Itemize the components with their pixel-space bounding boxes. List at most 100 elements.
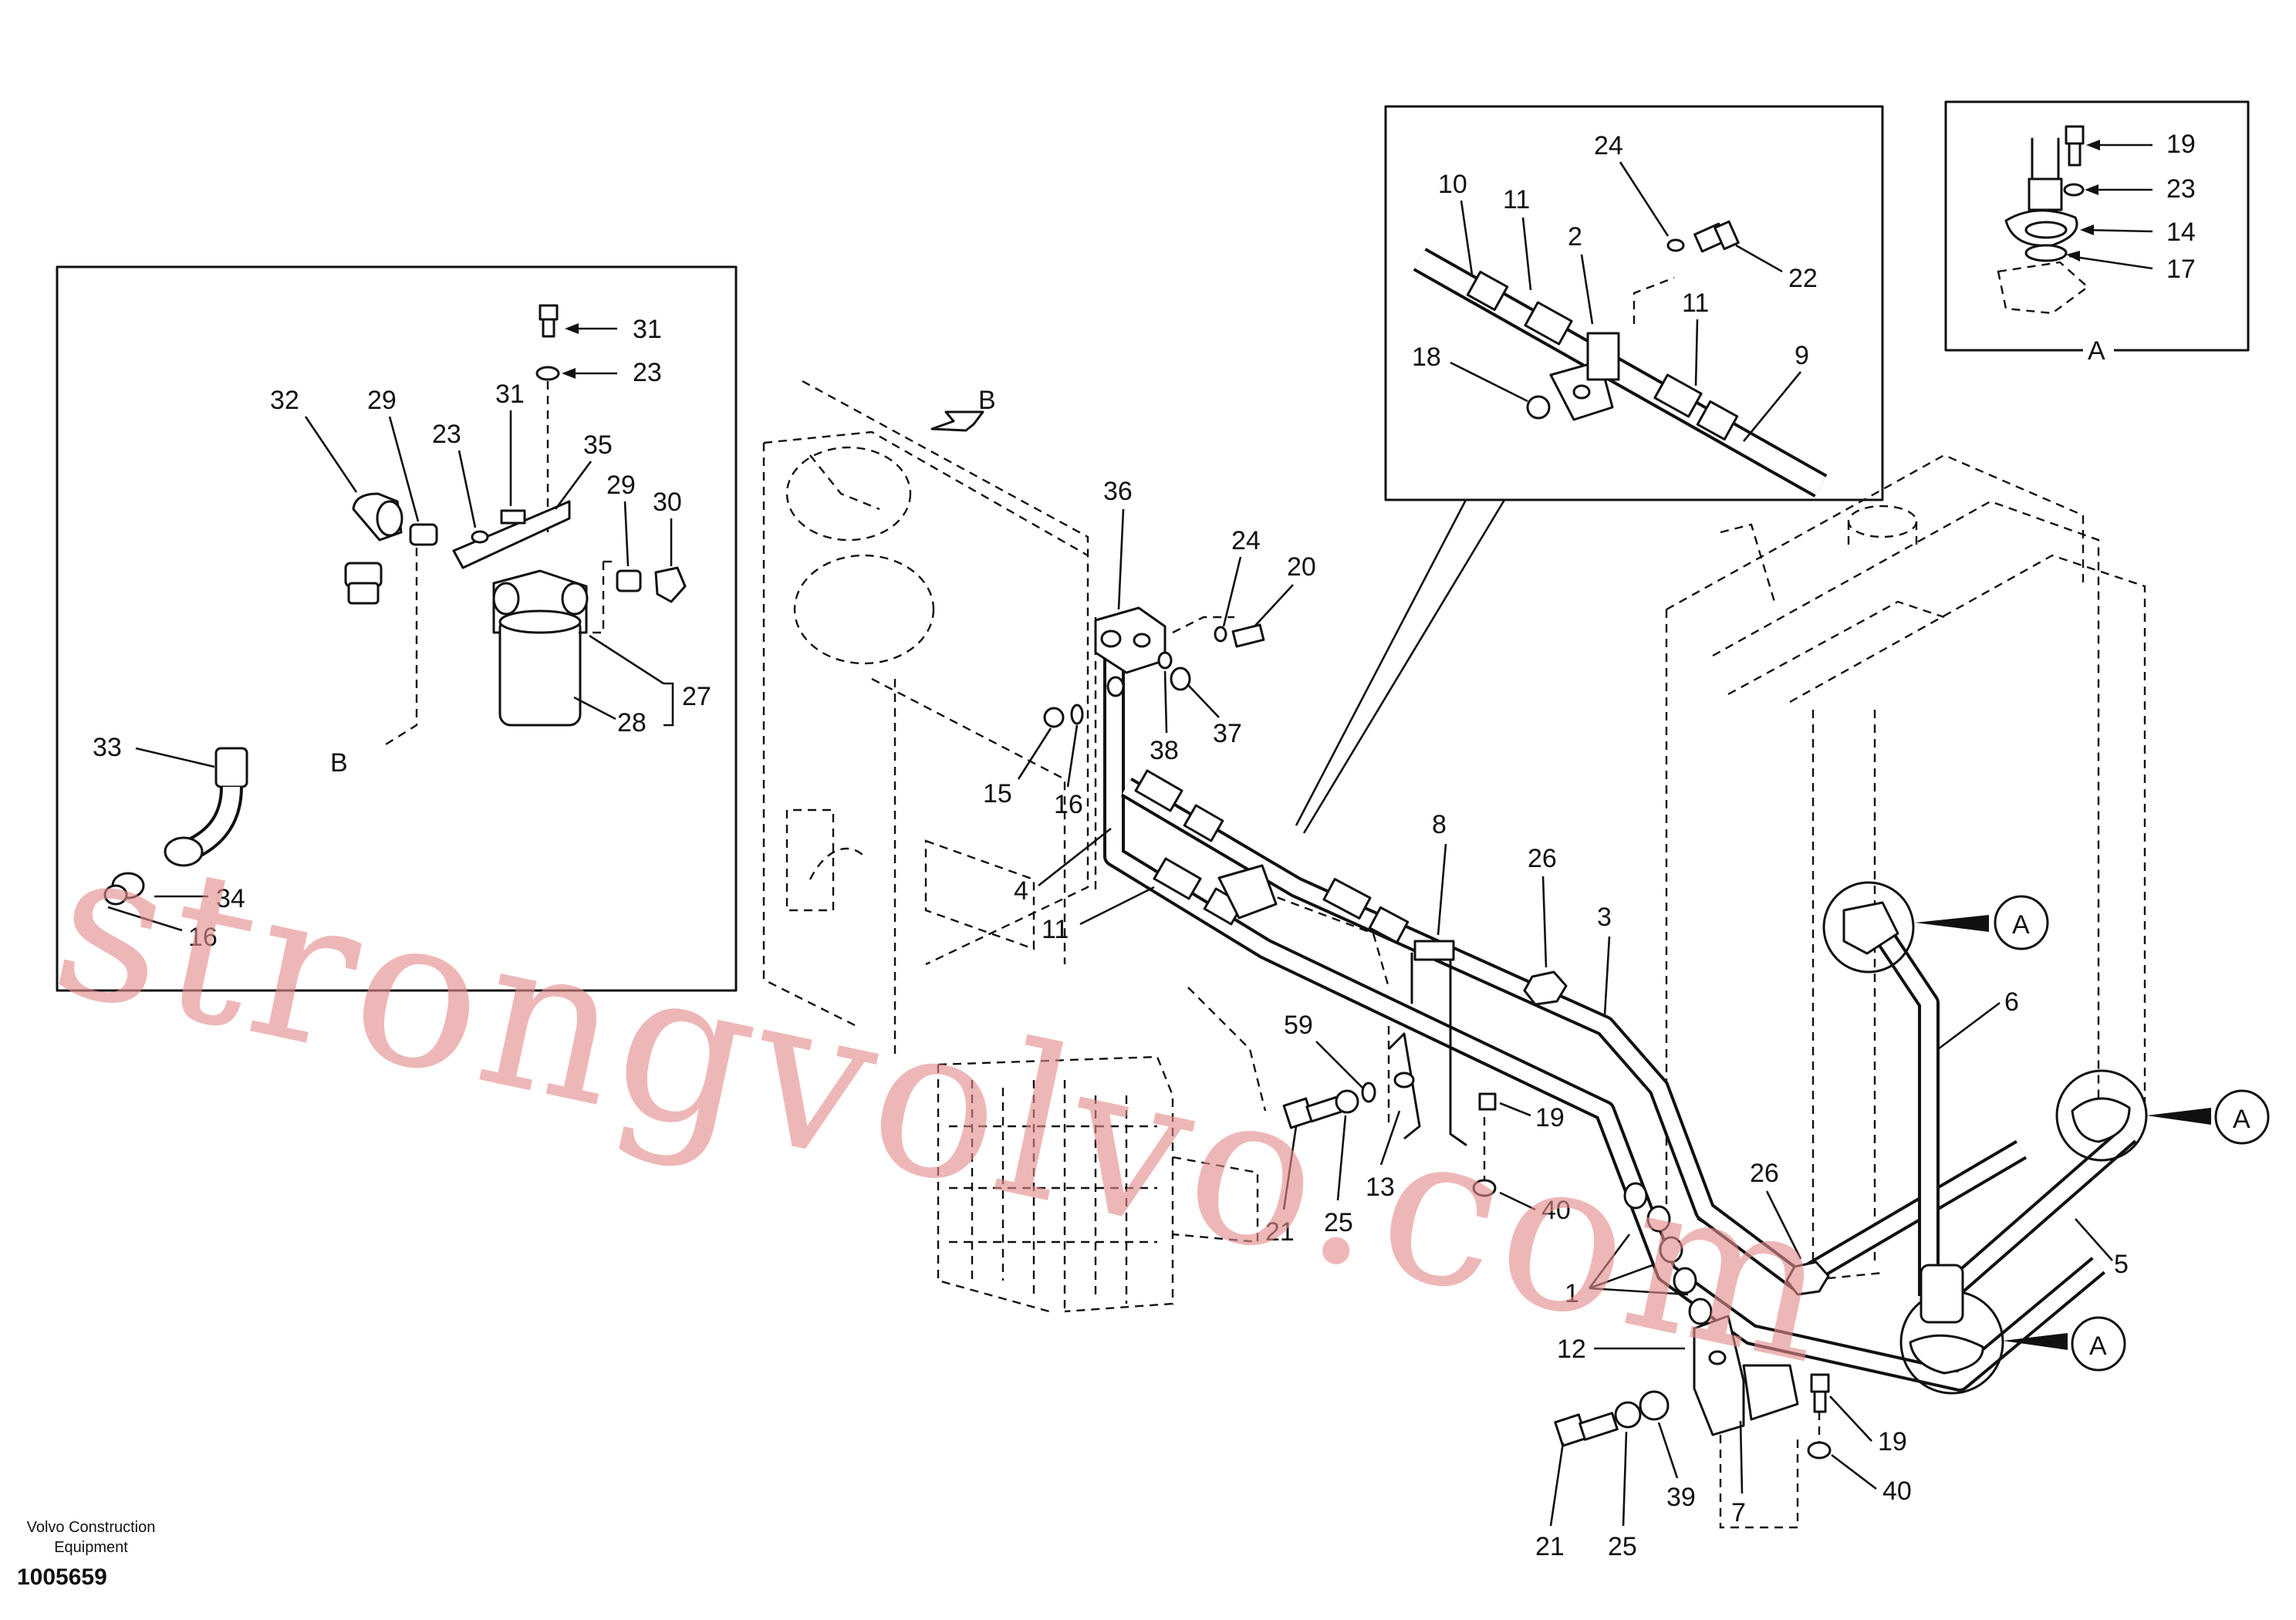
label-7: 7 bbox=[1731, 1498, 1746, 1527]
company-line-1: Volvo Construction bbox=[27, 1519, 156, 1536]
label-21a: 21 bbox=[1265, 1217, 1295, 1247]
oring-17 bbox=[2024, 244, 2068, 262]
detail-view-a: 19 23 14 17 A bbox=[1944, 100, 2250, 366]
label-29b: 29 bbox=[606, 471, 636, 500]
label-32: 32 bbox=[270, 386, 299, 415]
washer-25-lower bbox=[1614, 1401, 1642, 1429]
label-31b: 31 bbox=[495, 380, 525, 409]
oring-18 bbox=[1526, 395, 1551, 420]
label-23: 23 bbox=[633, 358, 662, 387]
bolt-19-lower bbox=[1810, 1373, 1830, 1393]
label-5: 5 bbox=[2114, 1250, 2129, 1279]
bolt-19-upper bbox=[1478, 1092, 1497, 1111]
detail-a-frame bbox=[1944, 100, 2250, 352]
elbow-fitting-32 bbox=[352, 492, 403, 542]
label-13: 13 bbox=[1366, 1173, 1395, 1202]
detail-b-frame bbox=[56, 265, 738, 992]
label-30: 30 bbox=[653, 488, 682, 517]
washer-23 bbox=[2063, 183, 2085, 197]
svg-text:B: B bbox=[978, 386, 996, 415]
label-23: 23 bbox=[2166, 174, 2196, 204]
detail-view-tube-joint: 24 10 11 2 22 11 18 9 bbox=[1295, 105, 1884, 834]
label-23b: 23 bbox=[432, 420, 461, 449]
callout-a-3: A bbox=[2003, 1316, 2126, 1372]
label-33: 33 bbox=[93, 733, 122, 762]
label-2: 2 bbox=[1568, 222, 1582, 251]
control-valve-outline bbox=[937, 886, 1390, 1313]
label-59: 59 bbox=[1284, 1011, 1313, 1040]
washer-39-lower bbox=[1639, 1390, 1670, 1421]
label-16: 16 bbox=[1054, 790, 1083, 819]
callout-a-2: A bbox=[2146, 1089, 2270, 1145]
label-1: 1 bbox=[1565, 1279, 1579, 1308]
oring-16 bbox=[103, 884, 128, 906]
flange-joint bbox=[1217, 864, 1278, 920]
label-view-a: A bbox=[2088, 336, 2105, 366]
bolt-19 bbox=[2065, 125, 2085, 145]
label-12: 12 bbox=[1557, 1335, 1586, 1364]
label-6: 6 bbox=[2004, 987, 2019, 1017]
label-18: 18 bbox=[1412, 343, 1441, 372]
label-26b: 26 bbox=[1750, 1159, 1779, 1188]
nut-26b bbox=[1785, 1261, 1830, 1296]
label-19a: 19 bbox=[1535, 1103, 1565, 1132]
callout-a-1: A bbox=[1915, 895, 2049, 950]
bolt-21-upper bbox=[1282, 1095, 1342, 1129]
label-3: 3 bbox=[1597, 903, 1612, 932]
plug-37 bbox=[1170, 667, 1191, 691]
label-10: 10 bbox=[1438, 170, 1467, 199]
label-27: 27 bbox=[682, 682, 711, 711]
label-19: 19 bbox=[2166, 130, 2196, 159]
label-14: 14 bbox=[2166, 218, 2196, 247]
plug-15 bbox=[1043, 707, 1065, 728]
label-20: 20 bbox=[1287, 552, 1316, 582]
label-26: 26 bbox=[1528, 844, 1557, 873]
clamp-7 bbox=[1742, 1364, 1799, 1421]
label-19b: 19 bbox=[1878, 1427, 1907, 1456]
label-24: 24 bbox=[1231, 526, 1261, 555]
adapter-29b bbox=[616, 569, 642, 592]
bracket-35 bbox=[452, 500, 571, 569]
label-39: 39 bbox=[1666, 1483, 1696, 1512]
label-40b: 40 bbox=[1882, 1477, 1912, 1506]
svg-text:A: A bbox=[2233, 1105, 2250, 1134]
label-36: 36 bbox=[1103, 477, 1133, 506]
flange-view-a-3 bbox=[1899, 1264, 2004, 1395]
washer-24 bbox=[1214, 626, 1227, 643]
adapter-29 bbox=[409, 523, 438, 546]
nut-40-upper bbox=[1472, 1179, 1497, 1197]
bracket-13 bbox=[1387, 1026, 1421, 1140]
nut-26 bbox=[1523, 970, 1568, 1006]
label-15: 15 bbox=[983, 779, 1012, 808]
footer-block: Volvo Construction Equipment 1005659 bbox=[17, 1519, 155, 1590]
label-view-b: B bbox=[330, 748, 348, 778]
label-25b: 25 bbox=[1608, 1532, 1637, 1561]
label-11: 11 bbox=[1503, 185, 1530, 214]
label-25a: 25 bbox=[1324, 1208, 1353, 1237]
svg-text:A: A bbox=[2012, 910, 2030, 940]
clamp-8 bbox=[1410, 940, 1467, 1146]
bolt-21-lower bbox=[1554, 1412, 1619, 1447]
detail-view-b: 31 23 32 29 23 31 35 29 30 27 28 33 34 1… bbox=[56, 265, 738, 992]
label-38: 38 bbox=[1150, 736, 1179, 765]
company-line-2: Equipment bbox=[54, 1539, 128, 1556]
nut-34 bbox=[164, 836, 204, 867]
main-assembly: A A A B 36 24 20 37 38 15 16 4 bbox=[762, 380, 2270, 1561]
hydraulic-tubes bbox=[1103, 633, 2137, 1392]
label-8: 8 bbox=[1432, 810, 1447, 839]
flange-view-a-1 bbox=[1822, 881, 1915, 974]
label-9: 9 bbox=[1795, 341, 1809, 370]
label-29: 29 bbox=[367, 386, 397, 415]
nut-40-lower bbox=[1807, 1441, 1832, 1460]
tube-couplings bbox=[1134, 769, 1410, 944]
label-40a: 40 bbox=[1541, 1196, 1571, 1225]
bracket-12 bbox=[1693, 1315, 1799, 1529]
label-28: 28 bbox=[617, 708, 647, 737]
bolt-22 bbox=[1693, 220, 1740, 253]
washer-23 bbox=[535, 366, 560, 381]
flange-2 bbox=[1549, 332, 1620, 421]
label-24: 24 bbox=[1594, 131, 1623, 160]
detail-joint-frame bbox=[1384, 105, 1884, 501]
oring-16 bbox=[1070, 704, 1084, 725]
